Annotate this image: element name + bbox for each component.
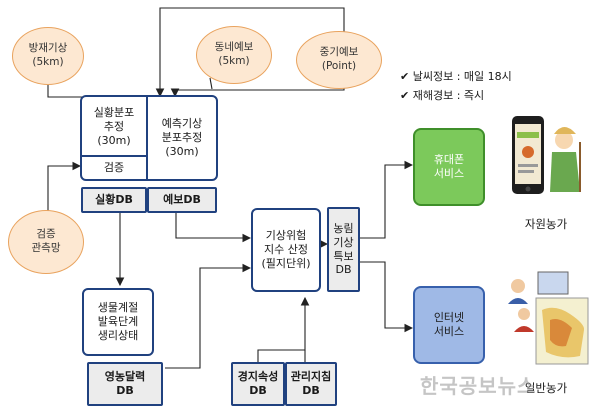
weather-info-text: 날씨정보 : 매일 18시 (412, 70, 512, 83)
forecast-db: 예보DB (147, 187, 217, 213)
map-monitor-icon (508, 271, 589, 365)
farm-calendar-db: 영농달력 DB (87, 362, 163, 406)
weather-info-note: ✔ 날씨정보 : 매일 18시 (400, 68, 512, 84)
bio-stage-box: 생물계절 발육단계 생리상태 (82, 288, 154, 356)
arrow-alert-db-to-mobile (360, 160, 414, 239)
smartphone-icon (512, 116, 581, 194)
watermark: 한국공보뉴스 (420, 374, 537, 398)
arrow-dongne-to-forecast (209, 77, 213, 90)
actual-db: 실황DB (81, 187, 147, 213)
smartphone-farmer-image (506, 112, 586, 198)
arrow-alert-db-to-internet (360, 261, 414, 333)
volunteer-farm-label: 자원농가 (524, 216, 568, 231)
verification-network-circle: 검증 관측망 (8, 210, 84, 274)
mobile-service-box: 휴대폰 서비스 (413, 128, 485, 206)
disaster-warning-note: ✔ 재해경보 : 즉시 (400, 87, 484, 103)
arrow-forecast-db-to-risk (175, 212, 252, 243)
land-attr-db: 경지속성 DB (231, 362, 285, 406)
actual-estimate-box: 실황분포 추정 (30m) (80, 95, 148, 157)
arrow-network-to-verification (47, 161, 82, 213)
internet-service-box: 인터넷 서비스 (413, 286, 485, 364)
weather-risk-box: 기상위험 지수 산정 (필지단위) (251, 208, 321, 292)
verification-box: 검증 (80, 155, 148, 181)
farm-weather-alert-db: 농림 기상 특보 DB (327, 207, 360, 292)
arrow-top-feed-to-forecast (155, 7, 345, 98)
forecast-estimate-box: 예측기상 분포추정 (30m) (146, 95, 218, 181)
internet-map-image (500, 270, 590, 370)
arrow-calendar-to-risk (165, 263, 252, 369)
disaster-weather-circle: 방재기상 (5km) (12, 27, 84, 85)
management-db: 관리지침 DB (285, 362, 337, 406)
general-farm-label: 일반농가 (524, 380, 568, 395)
arrow-land-db-to-risk (257, 296, 310, 362)
check-icon: ✔ (400, 89, 410, 102)
midterm-forecast-circle: 중기예보 (Point) (296, 31, 382, 89)
dongne-forecast-circle: 동네예보 (5km) (196, 26, 272, 84)
disaster-warning-text: 재해경보 : 즉시 (412, 89, 485, 102)
check-icon: ✔ (400, 70, 410, 83)
